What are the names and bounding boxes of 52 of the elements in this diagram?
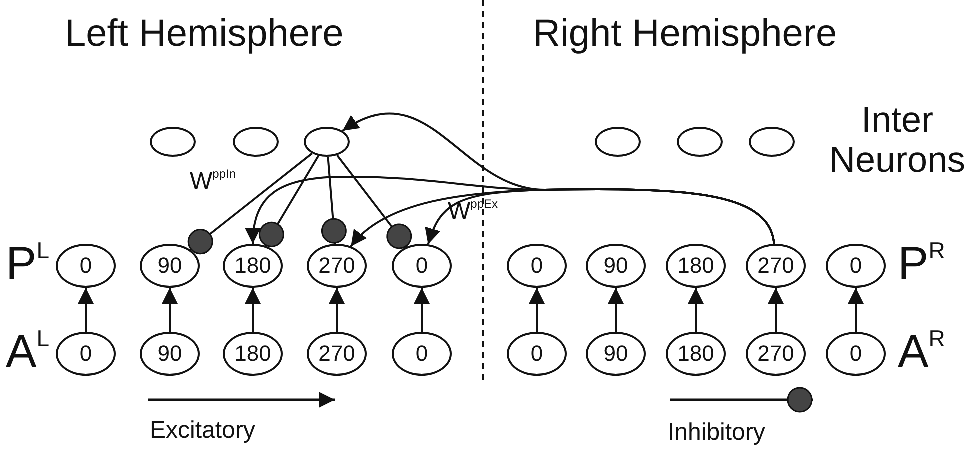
inhibitory-connector	[321, 156, 347, 244]
interneuron-ellipse	[150, 127, 196, 157]
arrow	[768, 288, 784, 332]
neuron-ellipse: 0	[56, 332, 116, 376]
neuron-ellipse: 0	[507, 244, 567, 288]
neuron-ellipse: 90	[140, 332, 200, 376]
layer-label: Inter Neurons	[828, 100, 967, 180]
arrow	[162, 288, 178, 332]
arrow	[329, 288, 345, 332]
arrow	[245, 288, 261, 332]
interneuron-ellipse	[749, 127, 795, 157]
neuron-ellipse: 270	[746, 332, 806, 376]
heading: Left Hemisphere	[65, 14, 344, 56]
arrow	[414, 288, 430, 332]
neuron-ellipse: 180	[666, 332, 726, 376]
neuron-ellipse: 180	[223, 244, 283, 288]
neuron-ellipse: 0	[56, 244, 116, 288]
neuron-ellipse: 90	[586, 244, 646, 288]
inhibitory-connector	[258, 155, 320, 248]
neuron-ellipse: 270	[746, 244, 806, 288]
neuron-ellipse: 180	[666, 244, 726, 288]
interneuron-ellipse	[595, 127, 641, 157]
row-label: P$^{L}$	[6, 238, 50, 289]
arrow	[426, 188, 776, 245]
arrow	[688, 288, 704, 332]
neuron-ellipse: 0	[826, 244, 886, 288]
row-label: A$^{R}$	[898, 326, 946, 377]
neuron-ellipse: 0	[392, 332, 452, 376]
neuron-ellipse: 90	[586, 332, 646, 376]
weight-label: W$^{ppIn}$	[190, 168, 236, 196]
arrow	[529, 288, 545, 332]
interneuron-ellipse	[304, 127, 350, 157]
row-label: A$^{L}$	[6, 326, 50, 377]
inhibitory-connector	[188, 152, 313, 255]
neuron-ellipse: 0	[826, 332, 886, 376]
inhibitory-connector	[336, 154, 412, 250]
arrow	[78, 288, 94, 332]
neuron-ellipse: 0	[392, 244, 452, 288]
neuron-ellipse: 0	[507, 332, 567, 376]
neuron-ellipse: 90	[140, 244, 200, 288]
legend-label: Excitatory	[150, 418, 256, 444]
neuron-ellipse: 270	[307, 244, 367, 288]
neuron-ellipse: 270	[307, 332, 367, 376]
arrow	[848, 288, 864, 332]
interneuron-ellipse	[677, 127, 723, 157]
weight-label: W$^{ppEx}$	[448, 198, 498, 226]
heading: Right Hemisphere	[533, 14, 838, 56]
legend-label: Inhibitory	[668, 420, 766, 446]
neuron-ellipse: 180	[223, 332, 283, 376]
row-label: P$^{R}$	[898, 238, 946, 289]
interneuron-ellipse	[233, 127, 279, 157]
arrow	[608, 288, 624, 332]
